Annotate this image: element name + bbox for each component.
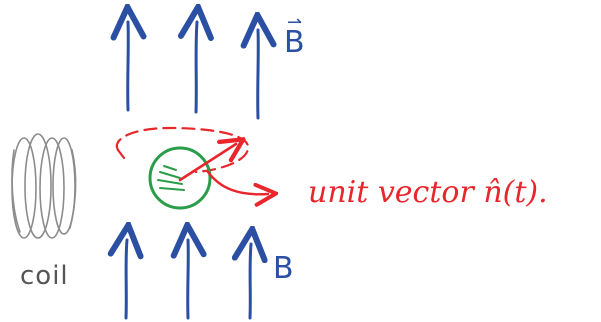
field-arrows-top bbox=[128, 22, 259, 120]
field-label-top: ⇀ B bbox=[284, 14, 305, 60]
coil-spring-icon bbox=[11, 133, 77, 239]
field-arrows-bottom bbox=[126, 240, 251, 320]
precession-path bbox=[115, 126, 250, 174]
vector-mark: ⇀ bbox=[287, 12, 303, 33]
field-arrow-icon bbox=[188, 240, 189, 320]
field-label-bottom: B bbox=[273, 251, 294, 286]
field-arrow-icon bbox=[128, 22, 129, 112]
field-arrow-icon bbox=[126, 240, 127, 320]
field-arrow-icon bbox=[250, 244, 251, 320]
field-arrow-icon bbox=[258, 30, 259, 120]
field-label-top-text: B bbox=[284, 25, 305, 60]
particle-icon bbox=[148, 146, 212, 210]
field-arrow-icon bbox=[196, 22, 197, 114]
coil-label: coil bbox=[20, 261, 69, 291]
unit-vector-label: unit vector n̂(t). bbox=[308, 175, 548, 210]
pointer-arrow-icon bbox=[206, 170, 268, 194]
unit-vector-arrow-icon bbox=[178, 144, 236, 182]
